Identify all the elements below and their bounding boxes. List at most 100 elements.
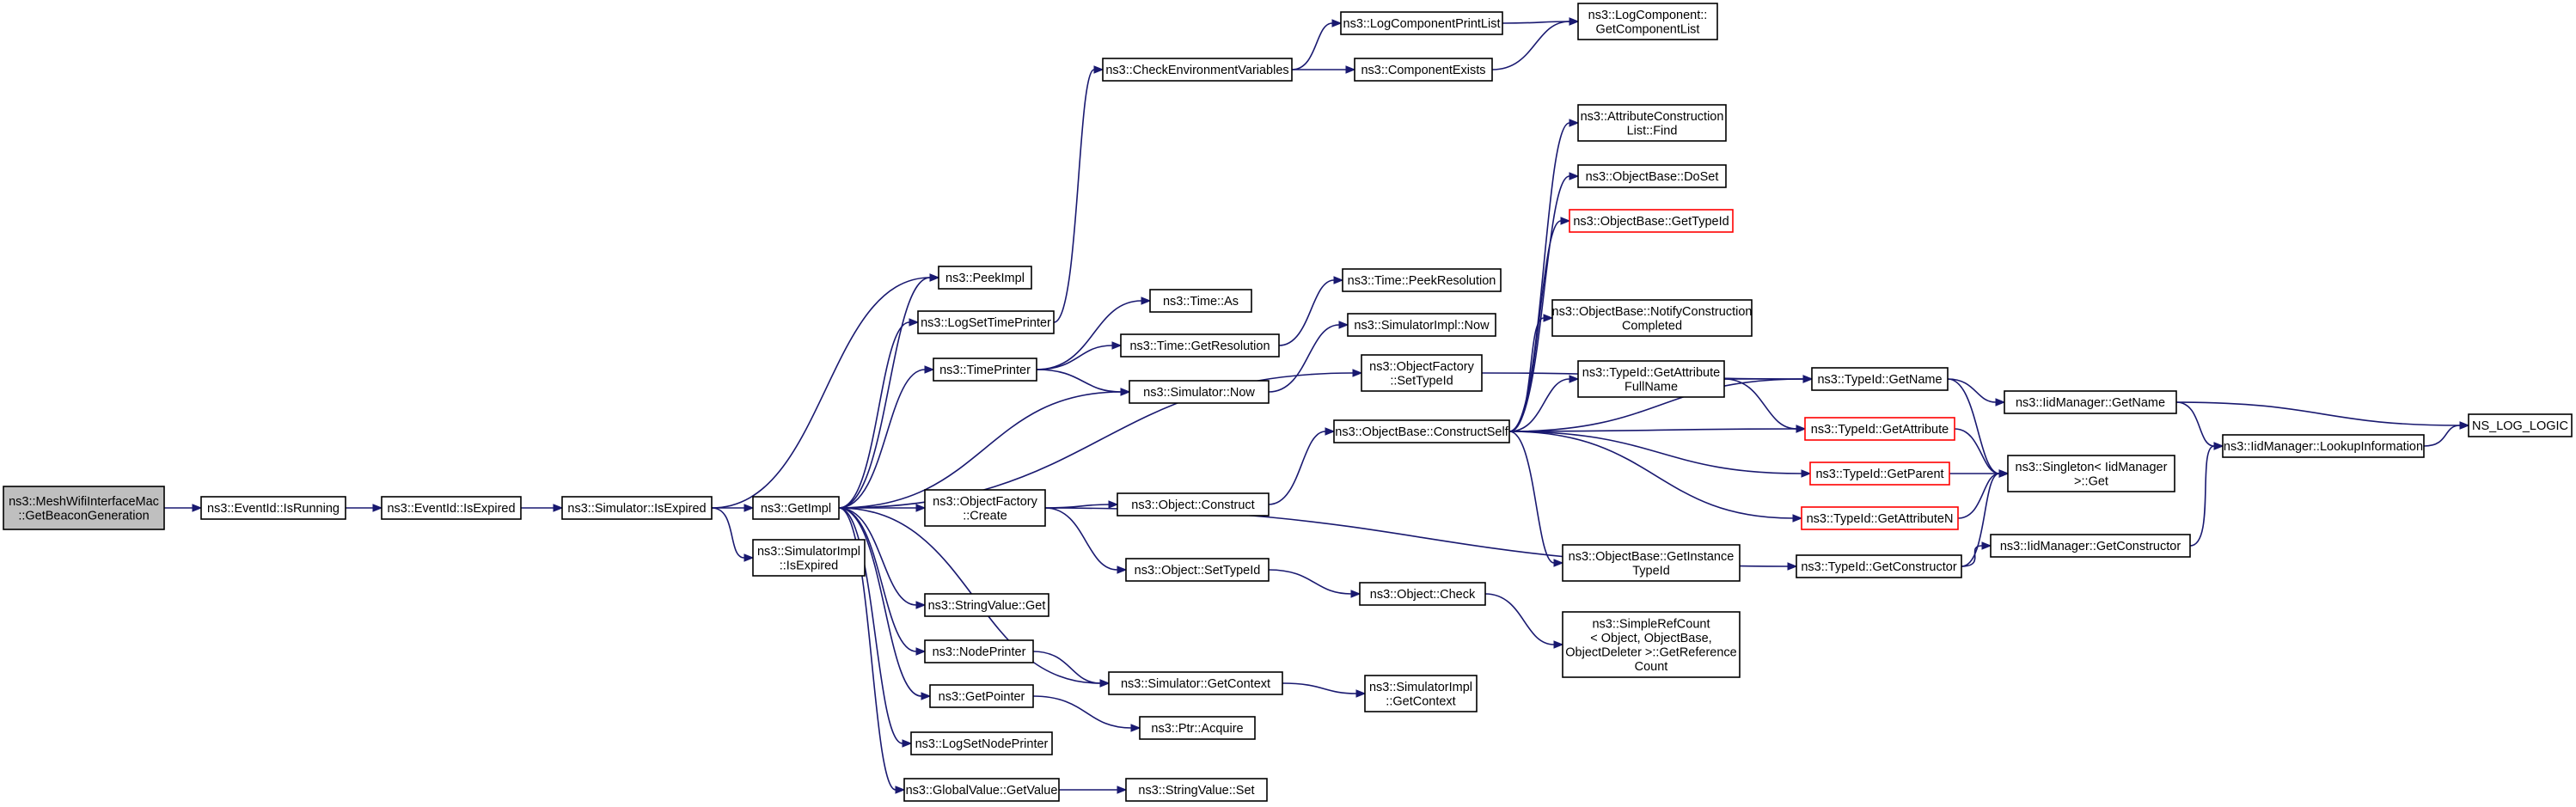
node-time-peek-resolution[interactable]: ns3::Time::PeekResolution — [1342, 268, 1502, 292]
node-time-printer[interactable]: ns3::TimePrinter — [933, 358, 1037, 382]
node-iid-get-name[interactable]: ns3::IidManager::GetName — [2004, 390, 2177, 414]
node-label: ns3::LogComponent:: — [1588, 9, 1708, 22]
edge-get-impl-to-log-set-node-printer — [838, 507, 903, 744]
node-get-impl[interactable]: ns3::GetImpl — [752, 496, 840, 520]
node-object-set-type-id[interactable]: ns3::Object::SetTypeId — [1125, 558, 1270, 582]
edge-arrowhead — [1345, 65, 1356, 74]
node-box — [1809, 462, 1950, 486]
node-sim-impl-now[interactable]: ns3::SimulatorImpl::Now — [1347, 313, 1496, 337]
node-label: Count — [1635, 660, 1668, 674]
node-box — [903, 778, 1060, 802]
node-label: List::Find — [1627, 124, 1678, 138]
node-box — [1551, 299, 1753, 337]
node-label: ns3::IidManager::GetName — [2016, 396, 2165, 410]
node-label: ns3::EventId::IsRunning — [207, 502, 340, 516]
node-label: ns3::GetPointer — [939, 690, 1025, 704]
node-label: ns3::Object::Construct — [1131, 498, 1254, 512]
edge-iid-get-name-to-ns-log-logic — [2175, 401, 2461, 426]
node-object-check[interactable]: ns3::Object::Check — [1359, 582, 1486, 606]
node-root[interactable]: ns3::MeshWifiInterfaceMac::GetBeaconGene… — [3, 486, 165, 530]
node-label: ns3::TypeId::GetParent — [1815, 468, 1943, 481]
edge-object-check-to-simple-ref-count — [1484, 593, 1555, 645]
node-sim-is-expired[interactable]: ns3::Simulator::IsExpired — [561, 496, 713, 520]
node-time-get-resolution[interactable]: ns3::Time::GetResolution — [1120, 333, 1280, 358]
node-box — [1577, 104, 1727, 142]
node-label: ns3::Simulator::Now — [1143, 386, 1255, 400]
node-check-env-vars[interactable]: ns3::CheckEnvironmentVariables — [1102, 58, 1293, 82]
edge-arrowhead — [1569, 17, 1580, 26]
node-box — [1811, 367, 1949, 391]
node-label: ns3::Object::Check — [1370, 588, 1476, 602]
node-obj-base-construct-self[interactable]: ns3::ObjectBase::ConstructSelf — [1333, 419, 1510, 443]
edge-object-construct-to-obj-base-construct-self — [1268, 431, 1326, 505]
node-simple-ref-count[interactable]: ns3::SimpleRefCount< Object, ObjectBase,… — [1562, 611, 1741, 678]
node-box — [929, 684, 1034, 708]
node-peek-impl[interactable]: ns3::PeekImpl — [938, 266, 1032, 290]
node-box — [924, 593, 1049, 617]
node-label: ns3::Ptr::Acquire — [1151, 722, 1243, 736]
node-log-comp-print-list[interactable]: ns3::LogComponentPrintList — [1340, 11, 1503, 35]
node-obj-factory-set-type-id[interactable]: ns3::ObjectFactory::SetTypeId — [1361, 354, 1483, 392]
node-log-comp-get-list[interactable]: ns3::LogComponent::GetComponentList — [1577, 3, 1718, 40]
node-iid-get-constructor[interactable]: ns3::IidManager::GetConstructor — [1990, 534, 2191, 558]
node-box — [1562, 544, 1741, 582]
edge-arrowhead — [1338, 321, 1349, 329]
node-time-as[interactable]: ns3::Time::As — [1149, 289, 1252, 313]
node-sim-impl-get-context[interactable]: ns3::SimulatorImpl::GetContext — [1364, 675, 1478, 712]
edge-get-impl-to-get-pointer — [838, 507, 922, 697]
node-box — [1347, 313, 1496, 337]
node-box — [1354, 58, 1493, 82]
node-ptr-acquire[interactable]: ns3::Ptr::Acquire — [1139, 716, 1256, 740]
node-string-value-set[interactable]: ns3::StringValue::Set — [1125, 778, 1268, 802]
edge-obj-base-construct-self-to-type-id-get-parent — [1508, 431, 1802, 474]
node-ns-log-logic[interactable]: NS_LOG_LOGIC — [2468, 413, 2573, 437]
node-box — [910, 731, 1053, 755]
node-label: ns3::LogSetNodePrinter — [915, 737, 1049, 751]
edge-arrowhead — [921, 692, 932, 700]
node-global-value-get-value[interactable]: ns3::GlobalValue::GetValue — [903, 778, 1060, 802]
edge-arrowhead — [1108, 500, 1119, 509]
node-get-pointer[interactable]: ns3::GetPointer — [929, 684, 1034, 708]
edge-obj-factory-create-to-object-set-type-id — [1044, 507, 1118, 571]
node-box — [1108, 671, 1283, 695]
edge-type-id-get-attribute-n-to-singleton-get — [1957, 473, 2000, 519]
node-obj-factory-create[interactable]: ns3::ObjectFactory::Create — [924, 489, 1046, 527]
node-type-id-get-parent[interactable]: ns3::TypeId::GetParent — [1809, 462, 1950, 486]
node-type-id-get-attribute-n[interactable]: ns3::TypeId::GetAttributeN — [1801, 506, 1959, 530]
node-simulator-now[interactable]: ns3::Simulator::Now — [1129, 380, 1270, 404]
node-object-construct[interactable]: ns3::Object::Construct — [1117, 492, 1270, 517]
node-type-id-get-attribute[interactable]: ns3::TypeId::GetAttribute — [1804, 417, 1955, 441]
node-node-printer[interactable]: ns3::NodePrinter — [924, 639, 1034, 663]
edge-arrowhead — [1120, 388, 1131, 396]
node-component-exists[interactable]: ns3::ComponentExists — [1354, 58, 1493, 82]
node-label: ns3::TypeId::GetName — [1817, 373, 1942, 387]
node-type-id-get-name[interactable]: ns3::TypeId::GetName — [1811, 367, 1949, 391]
node-obj-base-do-set[interactable]: ns3::ObjectBase::DoSet — [1577, 164, 1727, 188]
node-box — [1990, 534, 2191, 558]
edge-arrowhead — [743, 553, 755, 562]
node-label: >::Get — [2074, 474, 2108, 488]
node-singleton-get[interactable]: ns3::Singleton< IidManager>::Get — [2007, 455, 2175, 492]
node-log-set-node-printer[interactable]: ns3::LogSetNodePrinter — [910, 731, 1053, 755]
node-box — [933, 358, 1037, 382]
edge-arrowhead — [1350, 590, 1361, 598]
node-obj-base-get-type-id[interactable]: ns3::ObjectBase::GetTypeId — [1569, 209, 1734, 233]
node-iid-lookup-info[interactable]: ns3::IidManager::LookupInformation — [2222, 434, 2425, 458]
node-log-set-time-printer[interactable]: ns3::LogSetTimePrinter — [917, 310, 1055, 334]
edge-obj-base-construct-self-to-obj-base-get-instance-type-id — [1508, 431, 1555, 564]
node-box — [1149, 289, 1252, 313]
node-event-is-expired[interactable]: ns3::EventId::IsExpired — [381, 496, 522, 520]
node-string-value-get[interactable]: ns3::StringValue::Get — [924, 593, 1049, 617]
node-sim-get-context[interactable]: ns3::Simulator::GetContext — [1108, 671, 1283, 695]
node-event-is-running[interactable]: ns3::EventId::IsRunning — [200, 496, 346, 520]
node-obj-base-notify[interactable]: ns3::ObjectBase::NotifyConstructionCompl… — [1551, 299, 1753, 337]
node-label: ns3::GetImpl — [761, 502, 831, 516]
node-label: ns3::SimulatorImpl — [1369, 681, 1472, 694]
node-type-id-get-constructor[interactable]: ns3::TypeId::GetConstructor — [1796, 554, 1962, 578]
node-sim-impl-is-expired[interactable]: ns3::SimulatorImpl::IsExpired — [752, 539, 866, 577]
edge-time-printer-to-time-get-resolution — [1036, 345, 1113, 370]
node-box — [381, 496, 522, 520]
